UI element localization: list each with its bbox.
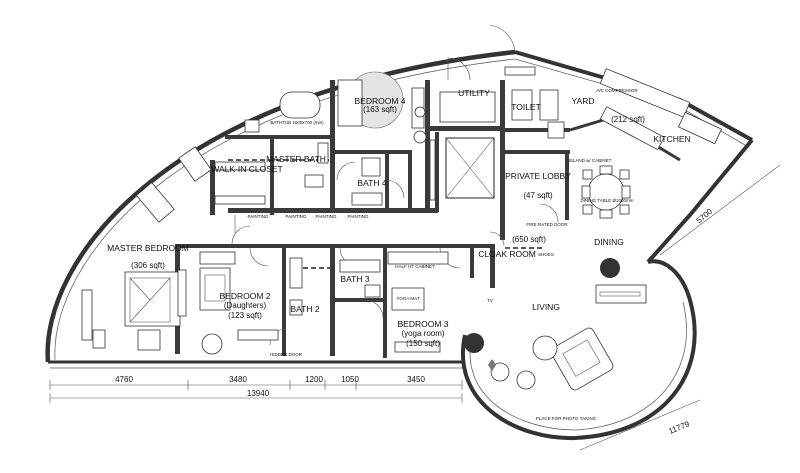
master-bath-label: MASTER BATH	[266, 154, 326, 164]
painting-note-3: PAINTING	[316, 214, 337, 219]
dining-table-note: DINING TABLE Ø1000mm	[580, 198, 633, 203]
bath2-label: BATH 2	[290, 304, 319, 314]
yoga-mat-note: YOGA MAT	[396, 296, 419, 301]
bedroom2-sub: (Daughters)	[224, 301, 267, 310]
half-ht-cabinet-note: HALF HT CABINET	[395, 264, 435, 269]
master-bedroom-label: MASTER BEDROOM	[107, 243, 189, 253]
dining-table	[587, 173, 625, 211]
bedroom3-area: (150 sqft)	[406, 339, 440, 348]
private-lobby-label: PRIVATE LOBBY	[505, 171, 571, 181]
fire-rated-door-note: FIRE RATED DOOR	[526, 222, 568, 227]
walk-in-closet-label: WALK-IN CLOSET	[211, 164, 282, 174]
kitchen-area: (212 sqft)	[611, 115, 645, 124]
room-labels: MASTER BEDROOM (306 sqft) WALK-IN CLOSET…	[107, 88, 691, 348]
painting-note-1: PAINTING	[248, 214, 269, 219]
tv-note: TV	[487, 298, 493, 303]
dimension-4760: 4760	[115, 375, 133, 384]
living-label: LIVING	[532, 302, 560, 312]
hidden-door-note: HIDDEN DOOR	[270, 352, 303, 357]
dimension-bottom-right: 11779	[667, 419, 691, 436]
bath4-label: BATH 4	[357, 178, 386, 188]
bedroom2-label: BEDROOM 2	[219, 291, 270, 301]
dimension-right: 5700	[695, 207, 715, 226]
dimension-3450: 3450	[407, 375, 425, 384]
painting-note-4: PAINTING	[348, 214, 369, 219]
toilet-label: TOILET	[511, 102, 541, 112]
yard-label: YARD	[572, 96, 595, 106]
bedroom2-area: (123 sqft)	[228, 311, 262, 320]
island-note: ISLAND w/ CABINET	[569, 158, 612, 163]
photo-taking-note: PLACE FOR PHOTO TAKING	[536, 416, 597, 421]
dimension-3480: 3480	[229, 375, 247, 384]
bathtub-note: BATHTUB 1500x700 (min)	[270, 120, 324, 125]
cloak-room-label: CLOAK ROOM	[478, 249, 536, 259]
master-bedroom-area: (306 sqft)	[131, 261, 165, 270]
living-round-wall	[461, 259, 697, 441]
private-lobby-area: (47 sqft)	[523, 191, 553, 200]
living-area: (650 sqft)	[512, 235, 546, 244]
utility-label: UTILITY	[458, 88, 490, 98]
dimension-1200: 1200	[305, 375, 323, 384]
furniture	[81, 66, 723, 391]
dimension-1050: 1050	[341, 375, 359, 384]
shoes-note: SHOES	[538, 252, 554, 257]
plan-notes: PAINTING PAINTING PAINTING PAINTING BATH…	[248, 88, 639, 421]
bedroom3-sub: (yoga room)	[401, 329, 444, 338]
bedroom4-area: (163 sqft)	[363, 105, 397, 114]
lift-core	[445, 137, 495, 199]
dimension-total: 13940	[247, 389, 270, 398]
living-sofa	[550, 327, 614, 391]
painting-note-2: PAINTING	[286, 214, 307, 219]
kitchen-label: KITCHEN	[653, 134, 690, 144]
dining-label: DINING	[594, 237, 624, 247]
bath3-label: BATH 3	[340, 274, 369, 284]
bedroom3-label: BEDROOM 3	[397, 319, 448, 329]
master-bed	[124, 271, 181, 327]
ac-note: A/C COMPRESSOR	[596, 88, 638, 93]
dimension-lines	[49, 164, 781, 451]
bedroom4-label: BEDROOM 4	[354, 96, 405, 106]
